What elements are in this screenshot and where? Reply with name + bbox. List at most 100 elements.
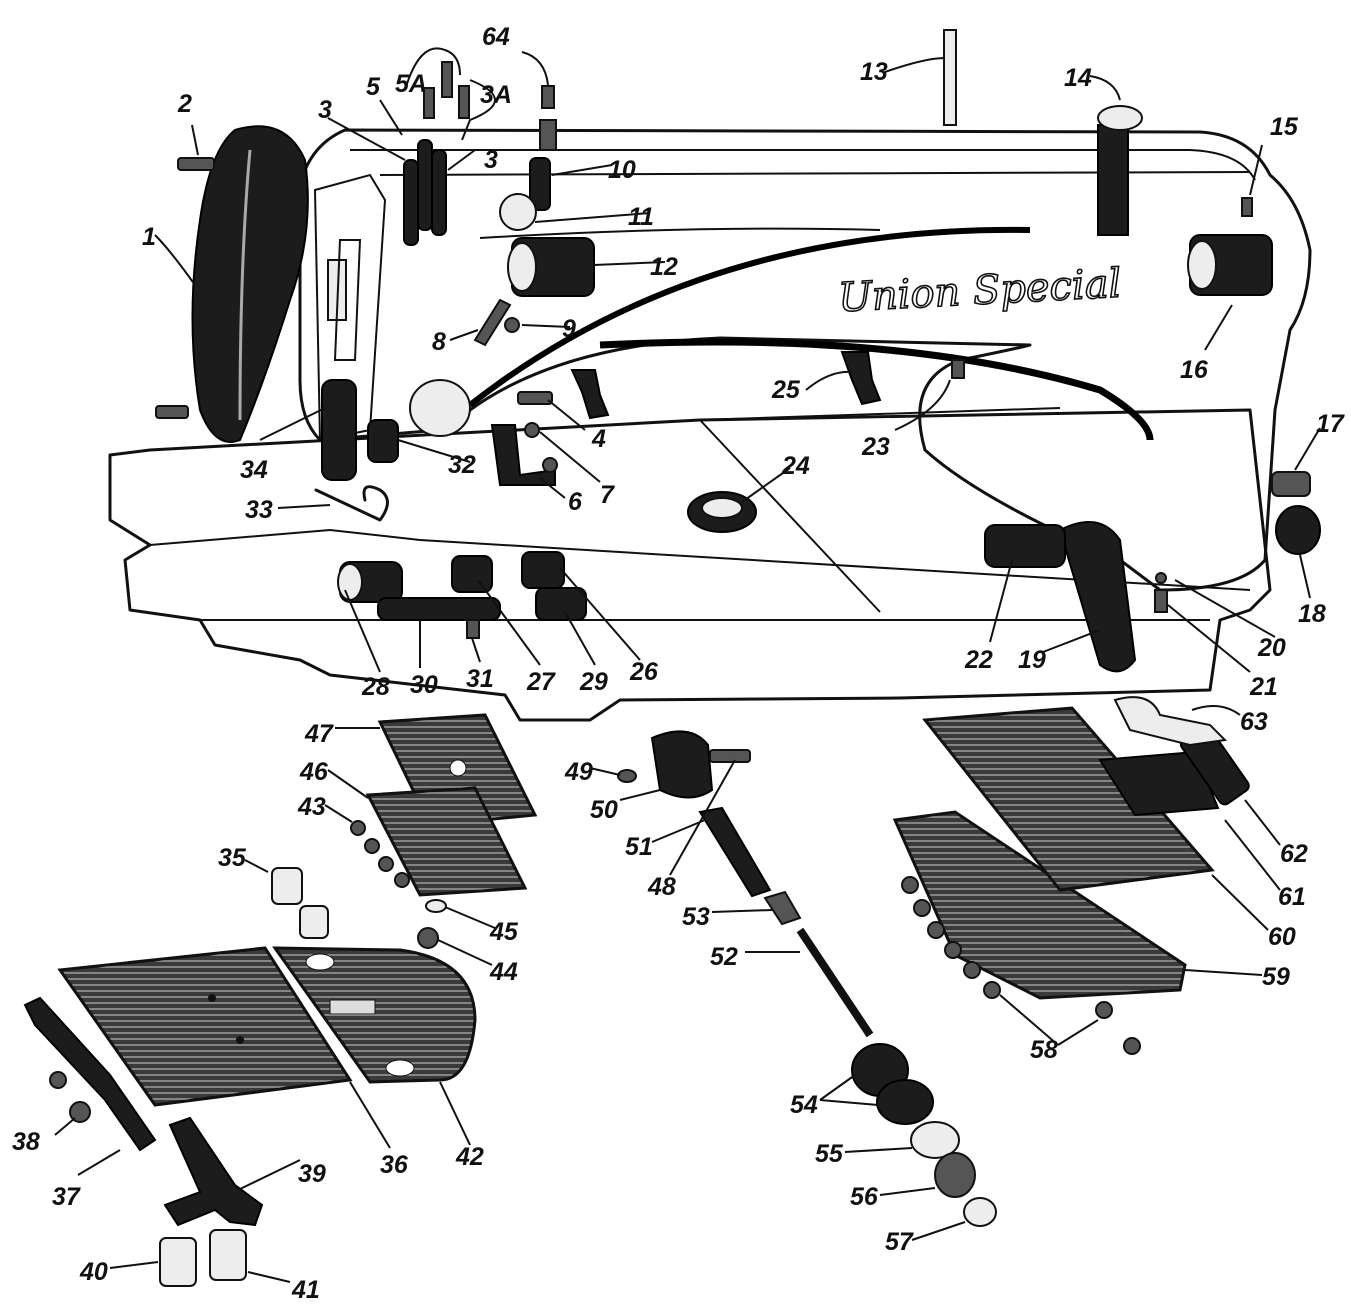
part-label: 59 (1262, 963, 1290, 991)
part-label: 33 (245, 496, 273, 524)
screw (155, 405, 189, 419)
spring (423, 87, 435, 119)
part-label: 53 (682, 903, 710, 931)
part-label: 25 (771, 376, 801, 404)
throat-plate (272, 946, 477, 1084)
part-label: 38 (12, 1128, 40, 1156)
screw (1154, 589, 1168, 613)
part-label: 5 (366, 73, 381, 101)
screw (159, 1237, 197, 1287)
part-label: 45 (489, 918, 519, 946)
shaft (377, 597, 501, 621)
thread-guide (529, 157, 551, 211)
thread-guide (403, 159, 419, 246)
screw (350, 820, 366, 836)
part-label: 57 (885, 1228, 914, 1256)
thread-guide (417, 139, 433, 231)
washer (425, 899, 447, 913)
lever-bracket (490, 424, 556, 486)
part-label: 62 (1280, 840, 1308, 868)
part-label: 11 (628, 203, 654, 231)
part-label: 3 (484, 146, 498, 174)
part-label: 52 (710, 943, 738, 971)
part-label: 47 (304, 720, 334, 748)
screw (1123, 1037, 1141, 1055)
screw (617, 769, 637, 783)
screw (466, 619, 480, 639)
parts (23, 29, 1321, 1287)
pulley (876, 1079, 934, 1125)
part-label: 50 (590, 796, 618, 824)
bracket (570, 369, 610, 420)
screw (983, 981, 1001, 999)
part-label: 12 (650, 253, 678, 281)
washer (910, 1121, 960, 1159)
part-label: 51 (625, 833, 653, 861)
screw (49, 1071, 67, 1089)
part-label: 43 (297, 793, 326, 821)
part-label: 60 (1268, 923, 1296, 951)
part-label: 16 (1180, 356, 1209, 384)
thread-tension-disc (499, 193, 537, 231)
part-label: 15 (1270, 113, 1299, 141)
part-label: 32 (448, 451, 476, 479)
part-label: 14 (1064, 64, 1092, 92)
spring (539, 119, 557, 151)
screw (209, 1229, 247, 1281)
part-label: 29 (579, 668, 608, 696)
presser-foot (1113, 696, 1228, 747)
screw (378, 856, 394, 872)
part-label: 8 (432, 328, 446, 356)
screw (541, 85, 555, 109)
bushing (535, 587, 587, 621)
part-label: 1 (142, 223, 156, 251)
screw (417, 927, 439, 949)
spring (441, 61, 453, 98)
screw (709, 749, 751, 763)
screw (299, 905, 329, 939)
bracket (840, 351, 882, 406)
part-label: 37 (52, 1183, 81, 1211)
bushing (451, 555, 493, 593)
screw (951, 359, 965, 379)
screw (963, 961, 981, 979)
leader-lines (54, 51, 1321, 1283)
part-label: 20 (1257, 634, 1286, 662)
bed-slide (57, 946, 353, 1107)
bushing (367, 419, 399, 463)
part-label: 54 (790, 1091, 818, 1119)
screw (1155, 572, 1167, 584)
part-label: 10 (608, 156, 636, 184)
part-label: 58 (1030, 1036, 1058, 1064)
machine-bed (108, 408, 1272, 722)
screw (524, 422, 540, 438)
part-label: 5A (395, 70, 427, 98)
part-label: 21 (1249, 673, 1278, 701)
callout-labels: 1 2 3 3 3A 4 5 5A 6 7 8 9 10 11 12 13 14… (12, 23, 1345, 1304)
part-label: 6 (568, 488, 583, 516)
part-label: 35 (218, 844, 247, 872)
spring-lever (23, 996, 157, 1152)
screw (517, 391, 553, 405)
part-label: 40 (79, 1258, 108, 1286)
part-label: 27 (526, 668, 556, 696)
part-label: 3A (480, 81, 512, 109)
part-label: 17 (1316, 410, 1345, 438)
machine-body: Union Special (108, 128, 1312, 722)
bracket (763, 890, 802, 926)
part-label: 39 (298, 1160, 326, 1188)
part-label: 44 (489, 958, 518, 986)
part-label: 42 (455, 1143, 484, 1171)
part-label: 41 (291, 1276, 320, 1304)
screw (504, 317, 520, 333)
collar (650, 730, 714, 799)
part-label: 28 (361, 673, 390, 701)
part-label: 63 (1240, 708, 1268, 736)
part-label: 36 (380, 1151, 409, 1179)
screw (1241, 197, 1253, 217)
part-label: 48 (647, 873, 676, 901)
screw (69, 1101, 91, 1123)
part-label: 26 (629, 658, 659, 686)
face-plate-cover (191, 125, 309, 443)
